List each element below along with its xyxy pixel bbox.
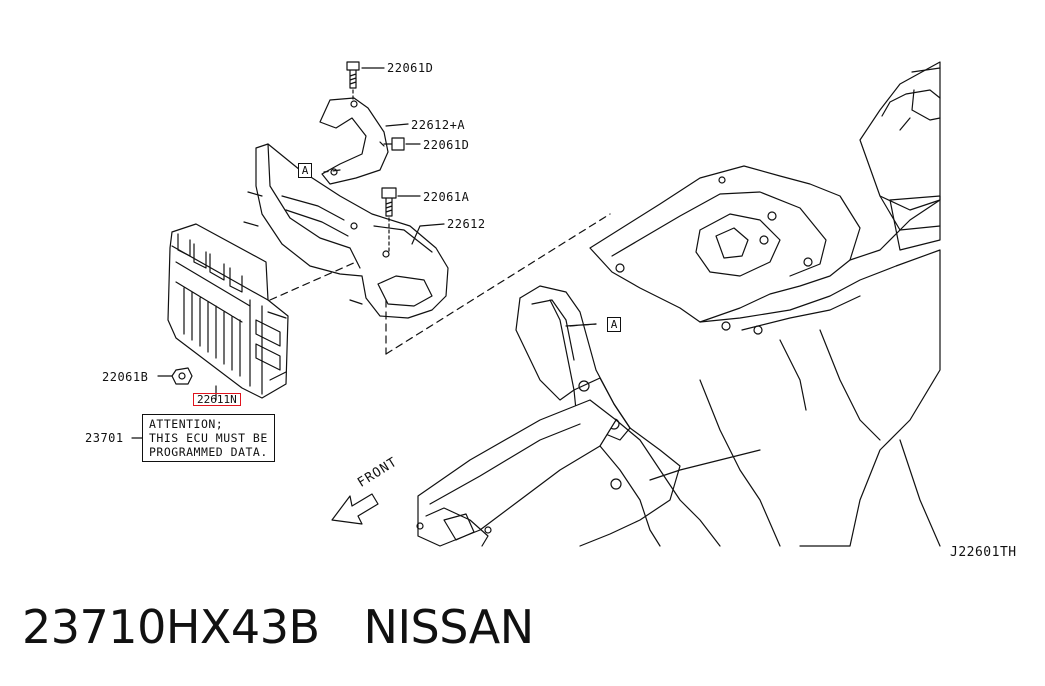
vehicle-body [416,61,941,547]
bolt-a [381,187,397,255]
ecu-module [167,223,289,399]
label-22061b[interactable]: 22061B [102,370,149,384]
label-22061d-top[interactable]: 22061D [387,61,434,75]
front-arrow [331,493,379,525]
nut-b [171,367,193,385]
attention-box: ATTENTION; THIS ECU MUST BE PROGRAMMED D… [142,414,275,462]
bolt-top [346,61,360,103]
bracket-22612 [243,143,449,319]
label-22061a[interactable]: 22061A [423,190,470,204]
drawing-id: J22601TH [950,545,1017,560]
brand-name: NISSAN [363,600,535,654]
reference-a-right: A [607,317,621,332]
label-23701[interactable]: 23701 [85,431,124,445]
attention-line-3: PROGRAMMED DATA. [149,445,268,459]
attention-line-1: ATTENTION; [149,417,224,431]
label-22612[interactable]: 22612 [447,217,486,231]
part-number: 23710HX43B [22,600,320,654]
label-22611n-highlighted[interactable]: 22611N [193,393,241,406]
bolt-mid [379,137,405,151]
label-22061d-mid[interactable]: 22061D [423,138,470,152]
attention-line-2: THIS ECU MUST BE [149,431,268,445]
reference-a-left: A [298,163,312,178]
bracket-22612a [319,97,389,185]
label-22612a[interactable]: 22612+A [411,118,466,132]
part-caption: 23710HX43B NISSAN [22,600,578,654]
